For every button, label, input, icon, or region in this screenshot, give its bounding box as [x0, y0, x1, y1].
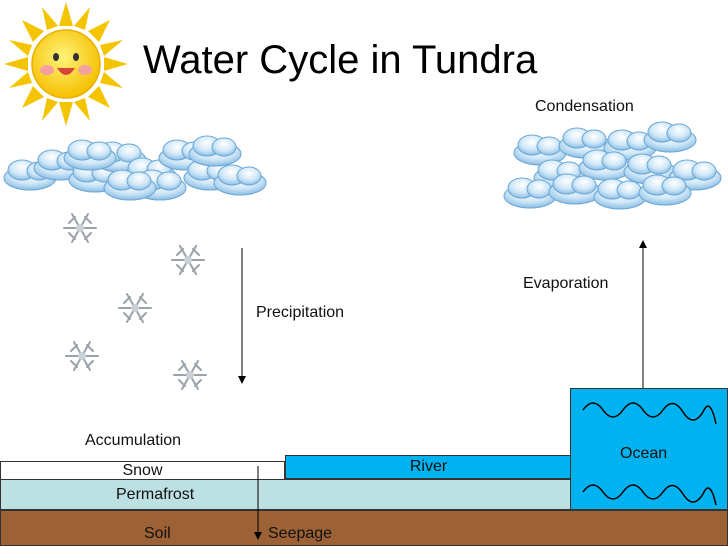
precipitation-label: Precipitation: [256, 304, 345, 321]
accumulation-label: Accumulation: [85, 432, 182, 449]
seepage-arrow: [254, 466, 262, 540]
page-title: Water Cycle in Tundra: [143, 38, 538, 82]
evaporation-arrow: [639, 240, 647, 392]
river-layer: River: [285, 455, 572, 479]
snow-label: Snow: [122, 462, 163, 479]
river-label: River: [409, 458, 448, 475]
soil-label: Soil: [144, 525, 171, 542]
wave-icon: [582, 484, 717, 506]
precipitation-arrow: [238, 248, 246, 384]
evaporation-label: Evaporation: [523, 275, 609, 292]
permafrost-layer: [0, 479, 572, 510]
ocean-label: Ocean: [620, 445, 668, 462]
seepage-label: Seepage: [268, 525, 333, 542]
condensation-label: Condensation: [535, 98, 634, 115]
ocean-layer: [570, 388, 728, 510]
wave-icon: [582, 402, 717, 425]
sun-icon: [4, 2, 128, 126]
permafrost-label: Permafrost: [116, 486, 195, 503]
